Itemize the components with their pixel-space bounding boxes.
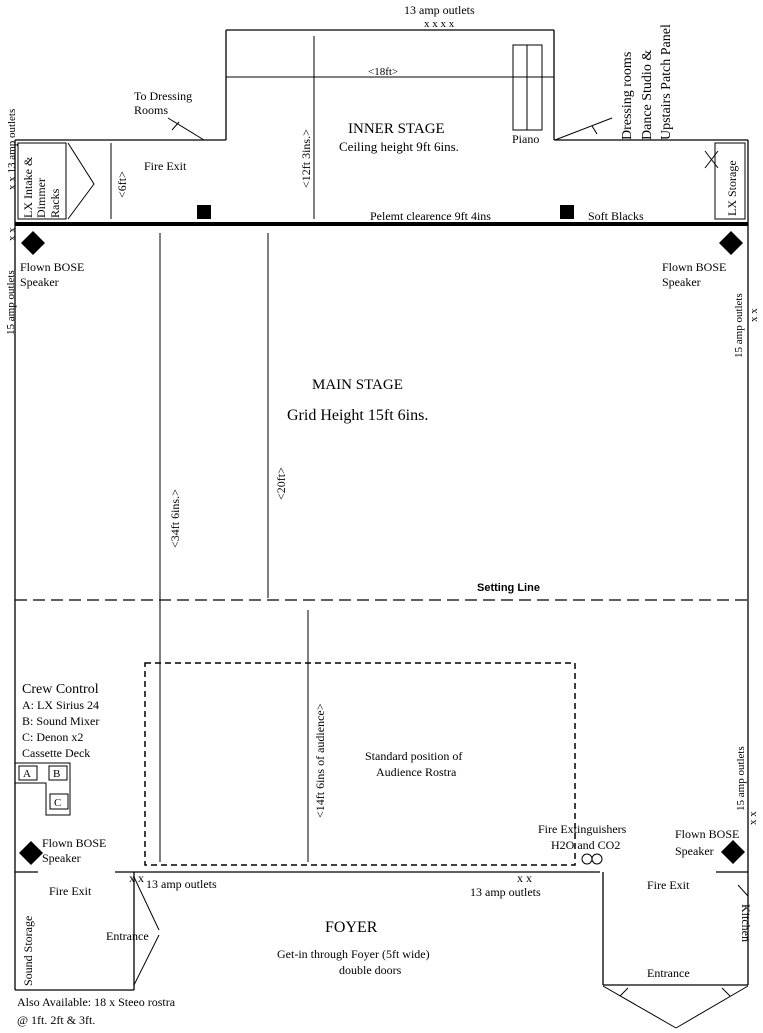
foyer-title: FOYER [325,919,378,936]
lx-intake-label-2: Dimmer [34,178,48,218]
extinguisher-icon [591,853,603,865]
right-outlets-15-bottom: 15 amp outlets [735,746,747,811]
left-fire-exit: Fire Exit [144,159,187,173]
box-a-label: A [23,768,31,780]
dressing-rooms-door: Dressing rooms Dance Studio & Upstairs P… [554,24,674,141]
crew-item-a: A: LX Sirius 24 [22,698,99,712]
main-stage: MAIN STAGE Grid Height 15ft 6ins. <34ft … [14,140,749,872]
extinguisher-icon [581,853,593,865]
speaker-icon [721,840,745,864]
lx-intake-label-3: Racks [48,188,62,218]
sound-storage-label: Sound Storage [21,916,35,986]
inner-stage-ceiling: Ceiling height 9ft 6ins. [339,139,459,154]
foyer-outlets-left: 13 amp outlets [146,877,217,891]
dressing-rooms-label-2: Dance Studio & [640,50,655,140]
box-c-label: C [54,797,61,809]
soft-blacks-label: Soft Blacks [588,209,644,223]
speaker-icon [19,841,43,865]
crew-control-title: Crew Control [22,682,99,697]
to-dressing-door: To Dressing Rooms [134,89,205,141]
speaker-bottom-left: Flown BOSE Speaker [19,836,106,865]
audience-label-2: Audience Rostra [376,765,457,779]
pillar-right [560,205,574,219]
crew-control: Crew Control A: LX Sirius 24 B: Sound Mi… [15,682,99,816]
main-stage-depth-dim: <34ft 6ins.> [168,489,182,548]
pillar-left [197,205,211,219]
foyer-getin-2: double doors [339,963,402,977]
speaker-label-1: Flown BOSE [42,836,106,850]
crew-item-b: B: Sound Mixer [22,714,99,728]
six-ft-dim: <6ft> [115,171,129,198]
box-a [18,765,38,781]
left-outlets-13-label: x x 13 amp outlets [6,109,18,190]
pelmet-label: Pelemt clearence 9ft 4ins [370,209,491,223]
speaker-icon [21,231,45,255]
lx-intake-label-1: LX Intake & [21,156,35,218]
kitchen-label: Kitchen [739,904,753,942]
speaker-top-right: Flown BOSE Speaker [662,231,743,289]
speaker-label-2: Speaker [662,275,701,289]
pelmet: Pelemt clearence 9ft 4ins Soft Blacks [15,205,748,226]
dressing-rooms-label-1: Dressing rooms [620,52,635,140]
box-b-label: B [53,768,60,780]
foyer-outlets-right: 13 amp outlets [470,885,541,899]
speaker-label-2: Speaker [42,851,81,865]
footer-note: Also Available: 18 x Steeo rostra @ 1ft.… [17,995,176,1027]
main-stage-grid: Grid Height 15ft 6ins. [287,407,428,424]
speaker-top-left: Flown BOSE Speaker [20,231,84,289]
audience-dim: <14ft 6ins of audience> [313,703,327,818]
fire-ext-label-2: H2O and CO2 [551,838,620,852]
foyer: FOYER Get-in through Foyer (5ft wide) do… [14,871,753,1029]
setting-line-label: Setting Line [477,582,540,594]
fire-ext-label-1: Fire Extinguishers [538,822,627,836]
left-wing: LX Intake & Dimmer Racks <6ft> Fire Exit… [5,109,187,335]
speaker-label-1: Flown BOSE [662,260,726,274]
foyer-outlet-marks-left: x x [129,871,144,885]
foyer-getin-1: Get-in through Foyer (5ft wide) [277,947,430,961]
footer-line-2: @ 1ft. 2ft & 3ft. [17,1013,95,1027]
dressing-rooms-label-3: Upstairs Patch Panel [659,24,674,140]
main-stage-width-dim: <20ft> [274,467,288,500]
speaker-icon [719,231,743,255]
lx-storage-box [714,142,746,220]
foyer-entrance-right: Entrance [647,966,690,980]
foyer-outlet-marks-right: x x [517,871,532,885]
right-outlet-marks-bottom: x x [747,811,759,825]
right-wing: LX Storage 15 amp outlets x x 15 amp out… [704,142,760,825]
speaker-label-2: Speaker [20,275,59,289]
box-c [49,793,69,810]
lx-intake-box [17,142,67,220]
piano-label: Piano [512,132,539,146]
to-dressing-label-1: To Dressing [134,89,192,103]
right-outlets-15-top: 15 amp outlets [733,293,745,358]
left-outlets-15-label: 15 amp outlets [5,270,17,335]
left-outlet-marks: x x [6,227,18,241]
right-outlet-marks-top: x x [748,308,760,322]
lx-storage-label: LX Storage [725,160,739,216]
speaker-bottom-right: Flown BOSE Speaker [675,827,745,864]
crew-item-c: C: Denon x2 [22,730,83,744]
inner-stage-title: INNER STAGE [348,121,445,137]
inner-stage: Piano INNER STAGE Ceiling height 9ft 6in… [15,3,748,219]
footer-line-1: Also Available: 18 x Steeo rostra [17,995,176,1009]
main-stage-title: MAIN STAGE [312,377,403,393]
audience-rostra: Standard position of Audience Rostra <14… [144,662,576,866]
top-outlet-marks: x x x x [424,18,455,30]
speaker-label-1: Flown BOSE [675,827,739,841]
foyer-fire-exit-right: Fire Exit [647,878,690,892]
fire-extinguishers: Fire Extinguishers H2O and CO2 [538,822,627,865]
speaker-label-2: Speaker [675,844,714,858]
top-outlets-label: 13 amp outlets [404,3,475,17]
crew-item-d: Cassette Deck [22,746,90,760]
to-dressing-label-2: Rooms [134,103,168,117]
box-b [48,765,68,781]
inner-stage-depth-dim: <12ft 3ins.> [299,129,313,188]
foyer-entrance-left: Entrance [106,929,149,943]
speaker-label-1: Flown BOSE [20,260,84,274]
inner-stage-width-dim: <18ft> [368,66,398,78]
audience-label-1: Standard position of [365,749,462,763]
foyer-fire-exit-left: Fire Exit [49,884,92,898]
